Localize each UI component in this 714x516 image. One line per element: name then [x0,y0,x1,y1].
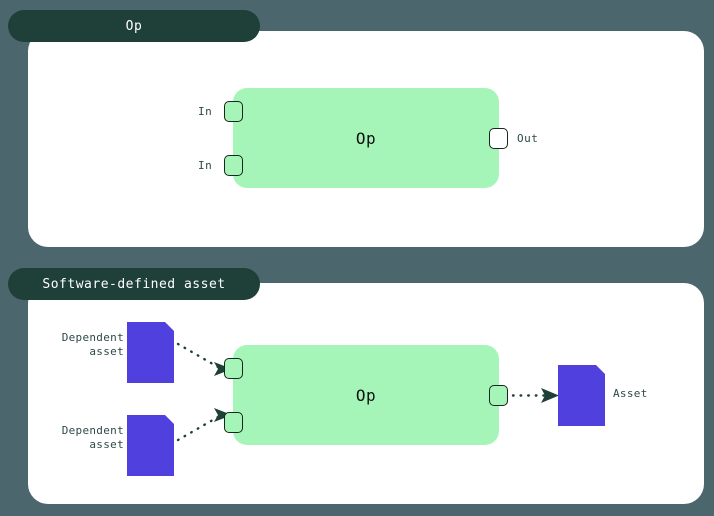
software-defined-asset-panel-tab-label: Software-defined asset [42,276,226,292]
sda-op-out-port-1[interactable] [489,385,508,406]
sda-op-node-label: Op [355,385,377,405]
sda-op-in-port-1[interactable] [224,358,243,379]
op-in-port-2-label: In [198,159,213,172]
asset-label: Asset [613,387,648,400]
op-panel-tab[interactable]: Op [8,10,260,42]
connector-out-port-to-asset [511,386,561,406]
op-in-port-1[interactable] [224,101,243,122]
dependent-asset-2-icon[interactable] [127,415,174,476]
sda-op-in-port-2[interactable] [224,412,243,433]
op-in-port-2[interactable] [224,155,243,176]
op-in-port-1-label: In [198,105,213,118]
dependent-asset-2-label: Dependent asset [61,424,124,451]
dependent-asset-1-icon[interactable] [127,322,174,383]
dependent-asset-1-label: Dependent asset [61,331,124,358]
op-panel-tab-label: Op [125,18,143,34]
op-node-label: Op [355,128,377,148]
op-node[interactable]: Op [233,88,499,188]
op-out-port-1-label: Out [517,132,539,145]
sda-op-node[interactable]: Op [233,345,499,445]
software-defined-asset-panel-tab[interactable]: Software-defined asset [8,268,260,300]
asset-icon[interactable] [558,365,605,426]
connector-dependent-asset-2-to-in-port-2 [176,405,236,445]
connector-dependent-asset-1-to-in-port-1 [176,340,236,380]
op-out-port-1[interactable] [489,128,508,149]
